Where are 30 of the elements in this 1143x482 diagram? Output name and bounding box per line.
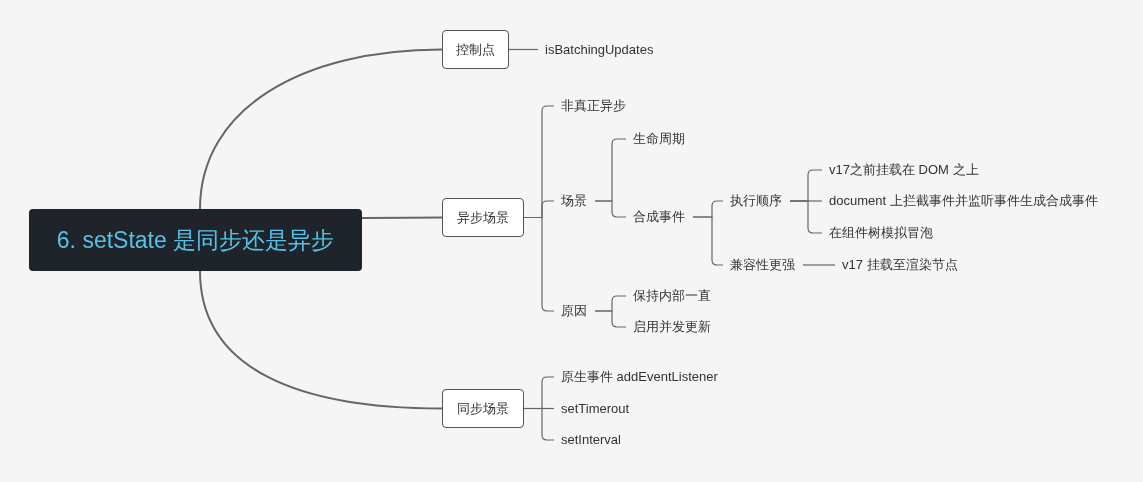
topic-box: 控制点 — [442, 30, 509, 69]
subtopic-text: 生命周期 — [633, 130, 685, 148]
subtopic-text: 执行顺序 — [730, 192, 782, 210]
subtopic-text: 原因 — [561, 302, 587, 320]
subtopic-text: setTimerout — [561, 400, 630, 418]
branch-curve — [361, 216, 443, 219]
branch-curve — [199, 270, 443, 410]
connector-line — [594, 200, 627, 218]
subtopic-text: 原生事件 addEventListener — [561, 368, 718, 386]
subtopic-text: 合成事件 — [633, 208, 685, 226]
subtopic-text: 在组件树模拟冒泡 — [829, 224, 933, 242]
connector-line — [523, 216, 555, 312]
subtopic-text: 启用并发更新 — [633, 318, 711, 336]
subtopic-text: 场景 — [561, 192, 587, 210]
subtopic-text: setInterval — [561, 431, 621, 449]
connector-line — [508, 48, 539, 51]
branch-curve — [199, 48, 443, 210]
connector-line — [523, 407, 555, 441]
subtopic-text: 非真正异步 — [561, 97, 626, 115]
central-topic: 6. setState 是同步还是异步 — [29, 209, 362, 271]
subtopic-text: v17 挂载至渲染节点 — [842, 256, 958, 274]
subtopic-text: 保持内部一直 — [633, 287, 711, 305]
topic-box: 异步场景 — [442, 198, 524, 237]
subtopic-text: isBatchingUpdates — [545, 41, 654, 59]
subtopic-text: document 上拦截事件并监听事件生成合成事件 — [829, 192, 1098, 210]
connector-line — [802, 264, 836, 266]
subtopic-text: v17之前挂载在 DOM 之上 — [829, 161, 979, 179]
connector-line — [594, 310, 627, 328]
subtopic-text: 兼容性更强 — [730, 256, 795, 274]
topic-box: 同步场景 — [442, 389, 524, 428]
